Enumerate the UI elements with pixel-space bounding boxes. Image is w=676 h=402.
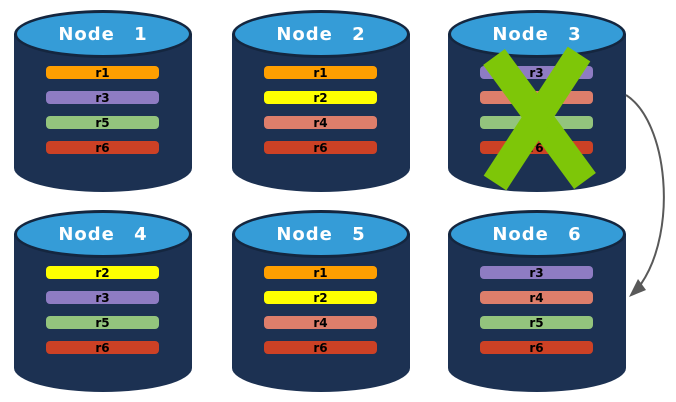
replica-bar: r6 bbox=[46, 341, 159, 354]
node-title: Node 6 bbox=[492, 223, 582, 245]
replica-bar: r1 bbox=[264, 266, 377, 279]
replica-label: r1 bbox=[313, 65, 328, 80]
replica-label: r3 bbox=[529, 265, 544, 280]
replica-bar: r5 bbox=[46, 316, 159, 329]
replica-bar: r6 bbox=[264, 341, 377, 354]
replica-label: r6 bbox=[95, 340, 110, 355]
cylinder-top: Node 6 bbox=[448, 210, 626, 258]
node-1: Node 1 r1 r3 r5 r6 bbox=[14, 10, 192, 192]
replica-bar: r2 bbox=[264, 91, 377, 104]
node-3: Node 3 r3 r4 r5 r6 bbox=[448, 10, 626, 192]
replica-label: r6 bbox=[529, 340, 544, 355]
cylinder-top: Node 1 bbox=[14, 10, 192, 58]
replica-bar: r6 bbox=[480, 341, 593, 354]
replica-label: r2 bbox=[313, 90, 328, 105]
replica-label: r5 bbox=[95, 315, 110, 330]
replica-bar: r1 bbox=[264, 66, 377, 79]
replica-bar: r4 bbox=[480, 291, 593, 304]
failover-arrow bbox=[625, 94, 665, 297]
replica-list: r1 r2 r4 r6 bbox=[264, 66, 377, 166]
replica-label: r5 bbox=[529, 315, 544, 330]
cylinder-top: Node 3 bbox=[448, 10, 626, 58]
replica-bar: r4 bbox=[480, 91, 593, 104]
replica-bar: r4 bbox=[264, 116, 377, 129]
replica-bar: r3 bbox=[480, 266, 593, 279]
replica-bar: r5 bbox=[480, 116, 593, 129]
replica-label: r3 bbox=[95, 90, 110, 105]
replica-label: r5 bbox=[95, 115, 110, 130]
node-5: Node 5 r1 r2 r4 r6 bbox=[232, 210, 410, 392]
replica-bar: r5 bbox=[480, 316, 593, 329]
replica-label: r4 bbox=[313, 115, 328, 130]
replica-bar: r2 bbox=[46, 266, 159, 279]
replica-bar: r1 bbox=[46, 66, 159, 79]
replica-label: r6 bbox=[313, 340, 328, 355]
arrowhead-icon bbox=[629, 279, 646, 297]
cylinder-top: Node 2 bbox=[232, 10, 410, 58]
node-title: Node 1 bbox=[58, 23, 148, 45]
replica-bar: r3 bbox=[46, 91, 159, 104]
replica-label: r3 bbox=[529, 65, 544, 80]
replica-label: r3 bbox=[95, 290, 110, 305]
replica-label: r6 bbox=[529, 140, 544, 155]
replica-bar: r3 bbox=[480, 66, 593, 79]
node-title: Node 3 bbox=[492, 23, 582, 45]
replica-list: r1 r3 r5 r6 bbox=[46, 66, 159, 166]
node-4: Node 4 r2 r3 r5 r6 bbox=[14, 210, 192, 392]
node-title: Node 2 bbox=[276, 23, 366, 45]
replica-bar: r4 bbox=[264, 316, 377, 329]
replica-bar: r2 bbox=[264, 291, 377, 304]
replica-label: r6 bbox=[313, 140, 328, 155]
replica-label: r2 bbox=[95, 265, 110, 280]
replica-list: r3 r4 r5 r6 bbox=[480, 266, 593, 366]
replica-label: r1 bbox=[95, 65, 110, 80]
replica-label: r5 bbox=[529, 115, 544, 130]
replica-label: r4 bbox=[529, 290, 544, 305]
replica-bar: r6 bbox=[480, 141, 593, 154]
replica-label: r2 bbox=[313, 290, 328, 305]
replica-label: r1 bbox=[313, 265, 328, 280]
cylinder-top: Node 5 bbox=[232, 210, 410, 258]
replica-label: r6 bbox=[95, 140, 110, 155]
replica-label: r4 bbox=[529, 90, 544, 105]
cylinder-top: Node 4 bbox=[14, 210, 192, 258]
node-title: Node 4 bbox=[58, 223, 148, 245]
replica-bar: r5 bbox=[46, 116, 159, 129]
node-2: Node 2 r1 r2 r4 r6 bbox=[232, 10, 410, 192]
replica-list: r2 r3 r5 r6 bbox=[46, 266, 159, 366]
node-title: Node 5 bbox=[276, 223, 366, 245]
node-6: Node 6 r3 r4 r5 r6 bbox=[448, 210, 626, 392]
replica-list: r1 r2 r4 r6 bbox=[264, 266, 377, 366]
replica-bar: r3 bbox=[46, 291, 159, 304]
replica-label: r4 bbox=[313, 315, 328, 330]
replica-bar: r6 bbox=[46, 141, 159, 154]
replica-list: r3 r4 r5 r6 bbox=[480, 66, 593, 166]
replica-bar: r6 bbox=[264, 141, 377, 154]
